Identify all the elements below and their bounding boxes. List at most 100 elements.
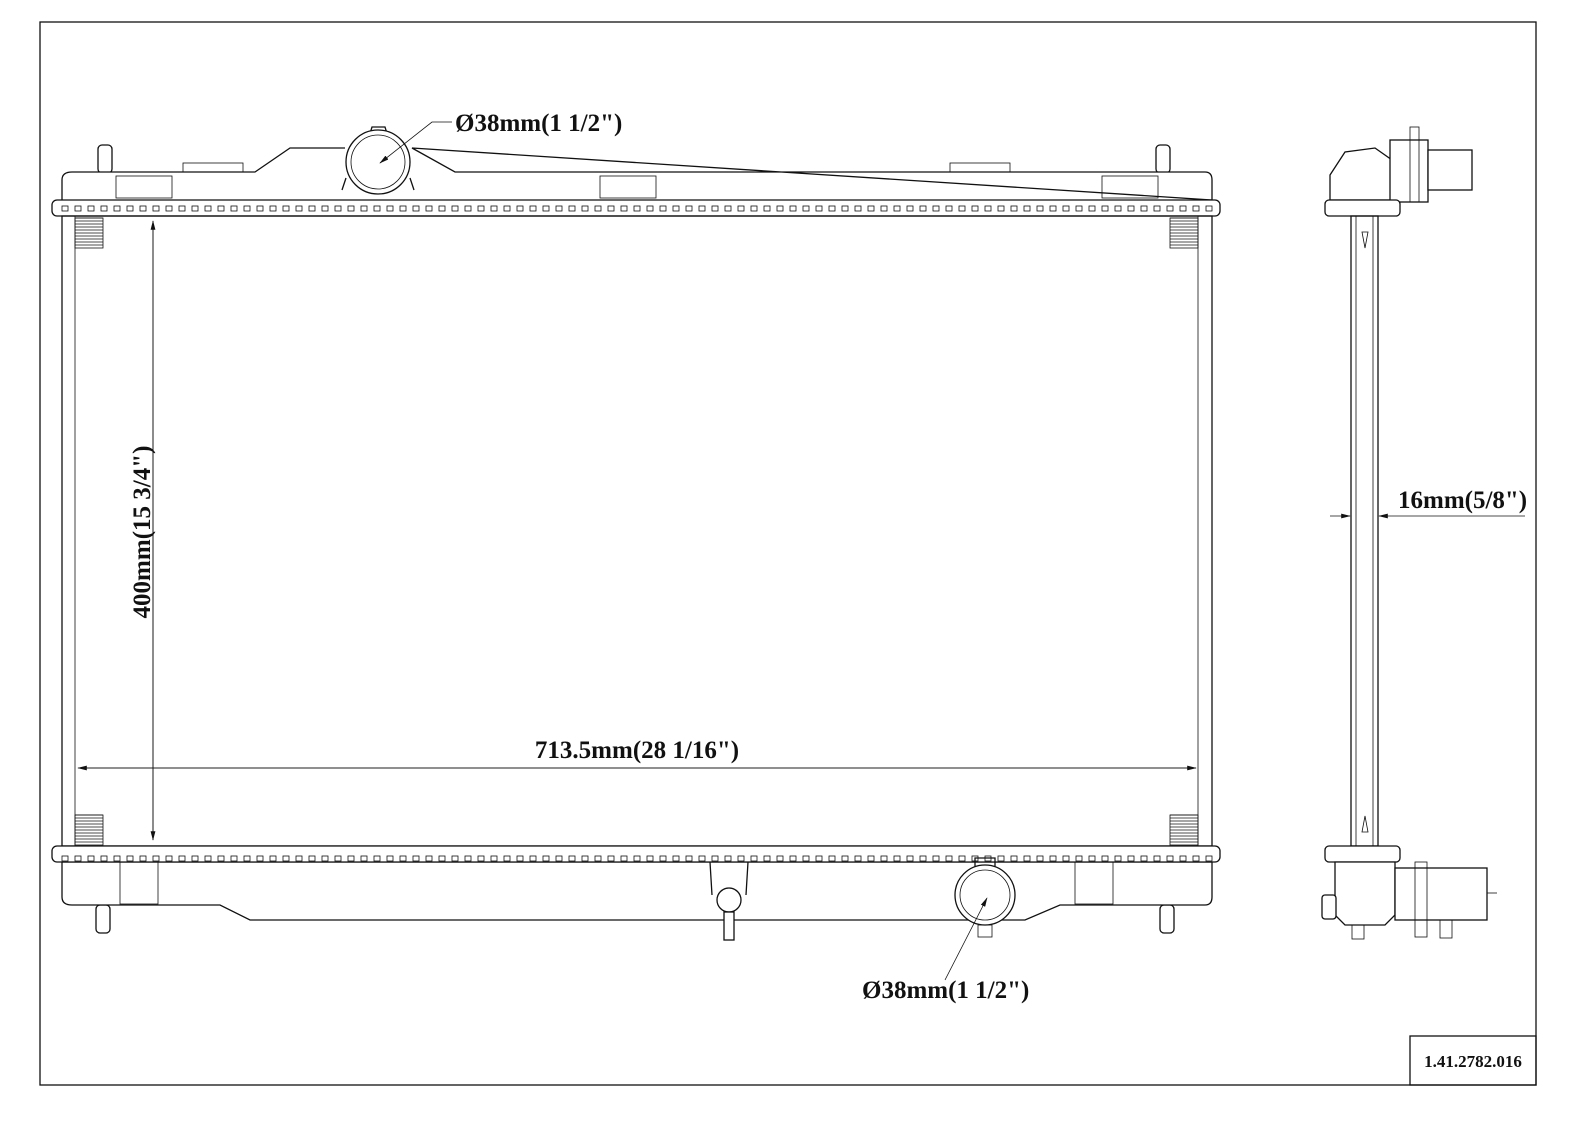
tank-tooth	[685, 855, 693, 862]
tank-tooth	[997, 205, 1005, 212]
tank-tooth	[74, 855, 82, 862]
tank-tooth	[204, 855, 212, 862]
tank-tooth	[1101, 855, 1109, 862]
tank-tooth	[230, 205, 238, 212]
tank-tooth	[568, 205, 576, 212]
tank-tooth	[737, 205, 745, 212]
tank-tooth	[958, 855, 966, 862]
tank-tooth	[347, 205, 355, 212]
tank-tooth	[789, 855, 797, 862]
tank-tooth	[607, 205, 615, 212]
tank-tooth	[1036, 205, 1044, 212]
tank-tooth	[217, 855, 225, 862]
tank-tooth	[451, 205, 459, 212]
tank-tooth	[737, 855, 745, 862]
tank-tooth	[1153, 205, 1161, 212]
tank-tooth	[724, 205, 732, 212]
tank-tooth	[555, 205, 563, 212]
core-width-label: 713.5mm(28 1/16")	[535, 737, 739, 764]
tank-tooth	[841, 205, 849, 212]
tank-tooth	[1166, 855, 1174, 862]
tank-tooth	[152, 855, 160, 862]
tank-tooth	[919, 205, 927, 212]
tank-tooth	[1179, 205, 1187, 212]
tank-tooth	[1140, 855, 1148, 862]
tank-tooth	[178, 205, 186, 212]
tank-tooth	[1153, 855, 1161, 862]
tank-tooth	[100, 205, 108, 212]
tank-tooth	[945, 855, 953, 862]
tank-tooth	[399, 205, 407, 212]
tank-tooth	[932, 855, 940, 862]
tank-tooth	[126, 855, 134, 862]
tank-tooth	[1036, 855, 1044, 862]
tank-tooth	[386, 205, 394, 212]
tank-tooth	[1114, 855, 1122, 862]
tank-tooth	[919, 855, 927, 862]
tank-tooth	[204, 205, 212, 212]
tank-tooth	[1062, 205, 1070, 212]
tank-tooth	[698, 205, 706, 212]
tank-tooth	[152, 205, 160, 212]
tank-tooth	[308, 855, 316, 862]
tank-tooth	[763, 855, 771, 862]
tank-tooth	[1010, 205, 1018, 212]
core-thickness-dimension: 16mm(5/8")	[1330, 480, 1527, 524]
tank-tooth	[334, 205, 342, 212]
tank-tooth	[568, 855, 576, 862]
tank-tooth	[750, 205, 758, 212]
tank-tooth	[698, 855, 706, 862]
tank-tooth	[711, 205, 719, 212]
tank-tooth	[529, 205, 537, 212]
tank-tooth	[1179, 855, 1187, 862]
tank-tooth	[113, 855, 121, 862]
tank-tooth	[1049, 205, 1057, 212]
front-view: Ø38mm(1 1/2") Ø38mm(1 1/2") 400mm(15 3/4…	[51, 110, 1221, 1004]
tank-tooth	[581, 205, 589, 212]
tank-tooth	[282, 205, 290, 212]
tank-tooth	[646, 205, 654, 212]
tank-tooth	[854, 205, 862, 212]
top-inlet-neck	[341, 126, 415, 195]
tank-tooth	[633, 205, 641, 212]
core-height-dimension: 400mm(15 3/4")	[129, 220, 156, 841]
tank-tooth	[516, 855, 524, 862]
tank-tooth	[932, 205, 940, 212]
tank-tooth	[1127, 205, 1135, 212]
tank-tooth	[802, 205, 810, 212]
bottom-outlet-dimension: Ø38mm(1 1/2")	[862, 897, 1029, 1004]
tank-tooth	[711, 855, 719, 862]
tank-tooth	[191, 205, 199, 212]
tank-tooth	[191, 855, 199, 862]
tank-tooth	[386, 855, 394, 862]
tank-tooth	[945, 205, 953, 212]
tank-tooth	[100, 855, 108, 862]
tank-tooth	[997, 855, 1005, 862]
tank-tooth	[1166, 205, 1174, 212]
tank-tooth	[412, 855, 420, 862]
tank-tooth	[1127, 855, 1135, 862]
tank-tooth	[581, 855, 589, 862]
part-number: 1.41.2782.016	[1424, 1052, 1522, 1071]
tank-tooth	[594, 205, 602, 212]
top-inlet-label: Ø38mm(1 1/2")	[455, 110, 622, 137]
tank-tooth	[360, 205, 368, 212]
tank-tooth	[867, 855, 875, 862]
tank-tooth	[672, 855, 680, 862]
core-thickness-label: 16mm(5/8")	[1398, 487, 1527, 514]
tank-tooth	[139, 855, 147, 862]
tank-tooth	[217, 205, 225, 212]
tank-tooth	[256, 855, 264, 862]
tank-tooth	[984, 205, 992, 212]
tank-tooth	[594, 855, 602, 862]
tank-tooth	[87, 855, 95, 862]
tank-tooth	[425, 205, 433, 212]
tank-tooth	[243, 855, 251, 862]
tank-tooth	[724, 855, 732, 862]
tank-tooth	[789, 205, 797, 212]
tank-tooth	[867, 205, 875, 212]
tank-tooth	[295, 855, 303, 862]
tank-tooth	[1101, 205, 1109, 212]
tank-tooth	[477, 205, 485, 212]
